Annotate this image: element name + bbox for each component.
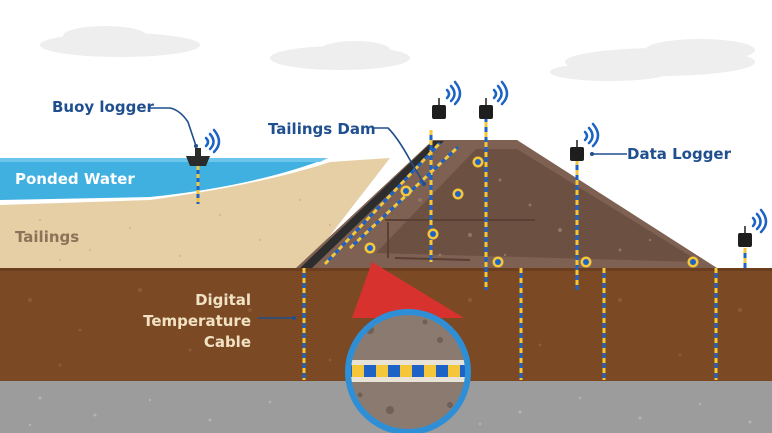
data-logger-icon: [570, 122, 600, 161]
clouds: [40, 26, 755, 81]
digital-temperature-cable-label: Digital Temperature Cable: [143, 290, 251, 353]
cable-label-line-1: Digital: [195, 291, 251, 309]
loggers: [432, 80, 768, 247]
data-logger-label: Data Logger: [627, 145, 731, 163]
sloped-cables: [323, 141, 460, 266]
buoy-logger-label: Buoy logger: [52, 98, 154, 116]
foundation-texture: [28, 288, 742, 367]
sensor-node-icon: [492, 256, 504, 268]
dam-liner: [300, 141, 444, 268]
cable-label-line-3: Cable: [203, 333, 251, 351]
wifi-signal-icon: [583, 122, 600, 148]
sensor-node-icon: [427, 228, 439, 240]
data-logger-icon: [479, 80, 509, 119]
sensor-node-icon: [472, 156, 484, 168]
sensor-node-icon: [687, 256, 699, 268]
dam-core: [376, 149, 700, 262]
ponded-water: [0, 158, 328, 200]
wifi-signal-icon: [492, 80, 509, 106]
sensor-node-icon: [400, 185, 412, 197]
sensor-node-icon: [364, 242, 376, 254]
tailings-deposit: [0, 158, 390, 268]
sensor-node-icon: [580, 256, 592, 268]
tailings-texture: [38, 198, 332, 262]
ponded-water-label: Ponded Water: [15, 170, 135, 188]
wifi-signal-icon: [445, 80, 462, 106]
data-logger-icon: [432, 80, 462, 119]
magnifier-icon: [345, 262, 471, 433]
cable-label-line-2: Temperature: [143, 312, 251, 330]
tailings-dam-label: Tailings Dam: [268, 120, 376, 138]
sensor-node-icon: [452, 188, 464, 200]
bedrock-texture: [28, 396, 752, 427]
sensor-nodes: [364, 156, 699, 268]
data-logger-icon: [738, 208, 768, 247]
tailings-label: Tailings: [15, 228, 80, 246]
buoy-icon: [186, 128, 221, 204]
wifi-signal-icon: [751, 208, 768, 234]
dam-texture: [418, 178, 652, 257]
label-leader-lines: [150, 107, 627, 320]
